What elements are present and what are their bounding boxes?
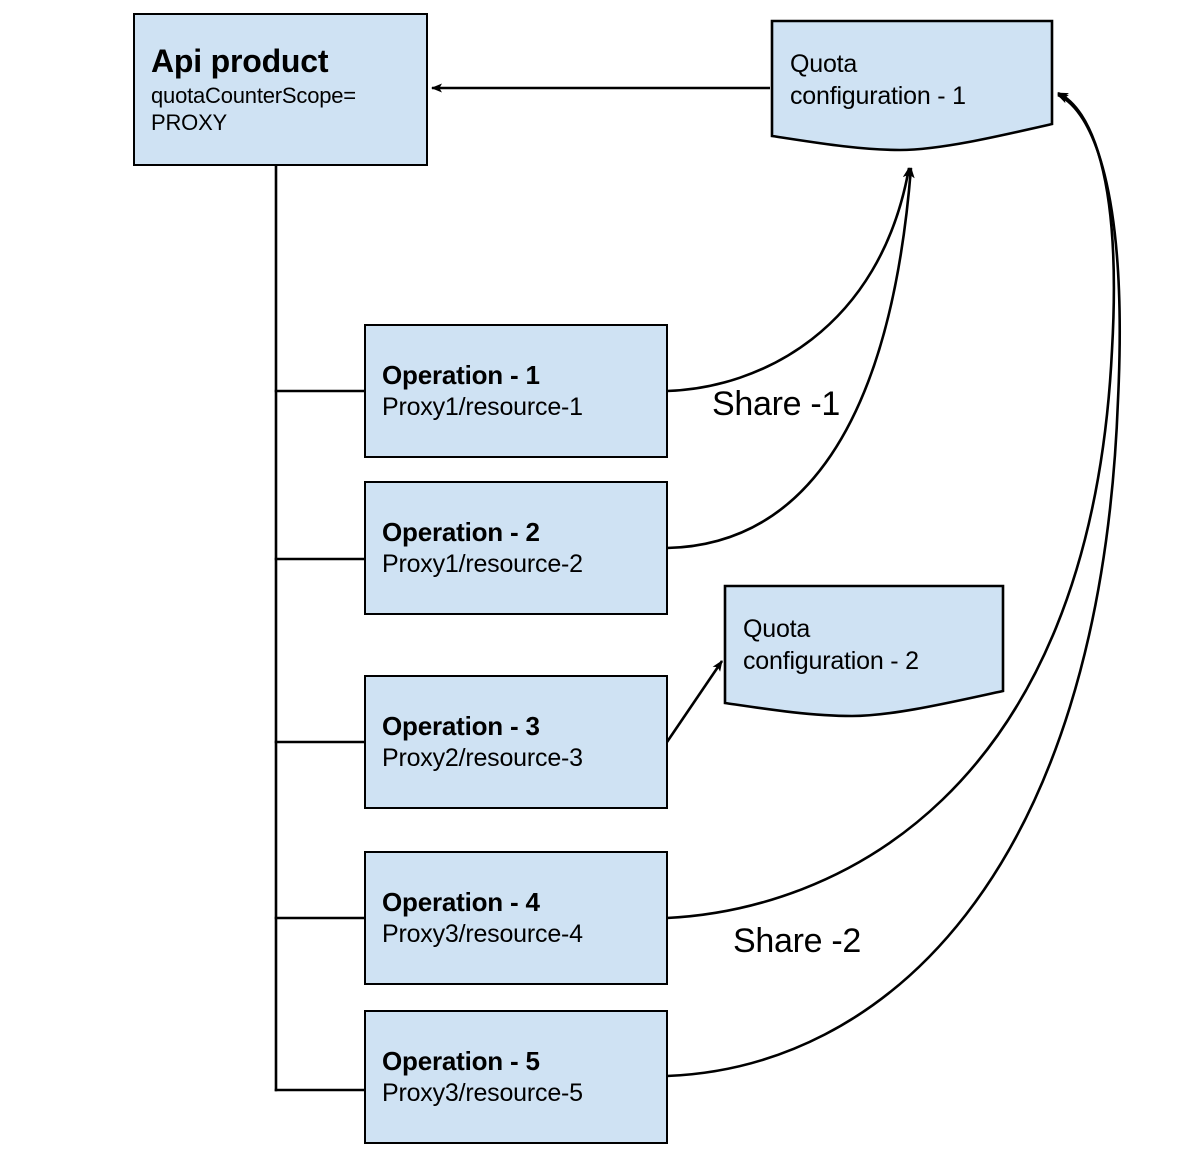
api-product-subtitle-line2: PROXY [151,110,228,136]
operation-1-title: Operation - 1 [382,359,540,390]
quota-config-1-shape[interactable] [770,19,1054,152]
node-api-product[interactable]: Api product quotaCounterScope= PROXY [133,13,428,166]
operation-5-subtitle: Proxy3/resource-5 [382,1079,583,1108]
quota-config-2-shape[interactable] [723,584,1005,718]
node-operation-5[interactable]: Operation - 5 Proxy3/resource-5 [364,1010,668,1144]
product-to-operations-tree [274,164,366,1092]
operation-2-subtitle: Proxy1/resource-2 [382,550,583,579]
operation-3-subtitle: Proxy2/resource-3 [382,744,583,773]
api-product-title: Api product [151,43,329,80]
node-operation-2[interactable]: Operation - 2 Proxy1/resource-2 [364,481,668,615]
operation-1-subtitle: Proxy1/resource-1 [382,393,583,422]
quota-config-2-line1: Quota [743,615,811,643]
edge-op1-to-quota1 [666,167,912,393]
edge-label-share-2: Share -2 [733,922,862,960]
node-operation-1[interactable]: Operation - 1 Proxy1/resource-1 [364,324,668,458]
quota-config-2-line2: configuration - 2 [743,647,919,675]
api-product-subtitle-line1: quotaCounterScope= [151,83,356,109]
operation-4-title: Operation - 4 [382,886,540,917]
node-quota-configuration-2[interactable]: Quota configuration - 2 [725,590,1003,700]
operation-2-title: Operation - 2 [382,516,540,547]
node-operation-3[interactable]: Operation - 3 Proxy2/resource-3 [364,675,668,809]
operation-4-subtitle: Proxy3/resource-4 [382,920,583,949]
edge-label-share-1: Share -1 [712,385,841,423]
edge-op4-to-quota1 [666,91,1116,920]
quota-config-1-line1: Quota [790,50,858,78]
edge-op3-to-quota2 [665,660,724,743]
operation-3-title: Operation - 3 [382,710,540,741]
edge-op2-to-quota1 [666,167,915,550]
edge-op5-to-quota1 [666,93,1121,1078]
quota-config-1-line2: configuration - 1 [790,82,966,110]
node-quota-configuration-1[interactable]: Quota configuration - 1 [772,25,1052,135]
operation-5-title: Operation - 5 [382,1045,540,1076]
node-operation-4[interactable]: Operation - 4 Proxy3/resource-4 [364,851,668,985]
